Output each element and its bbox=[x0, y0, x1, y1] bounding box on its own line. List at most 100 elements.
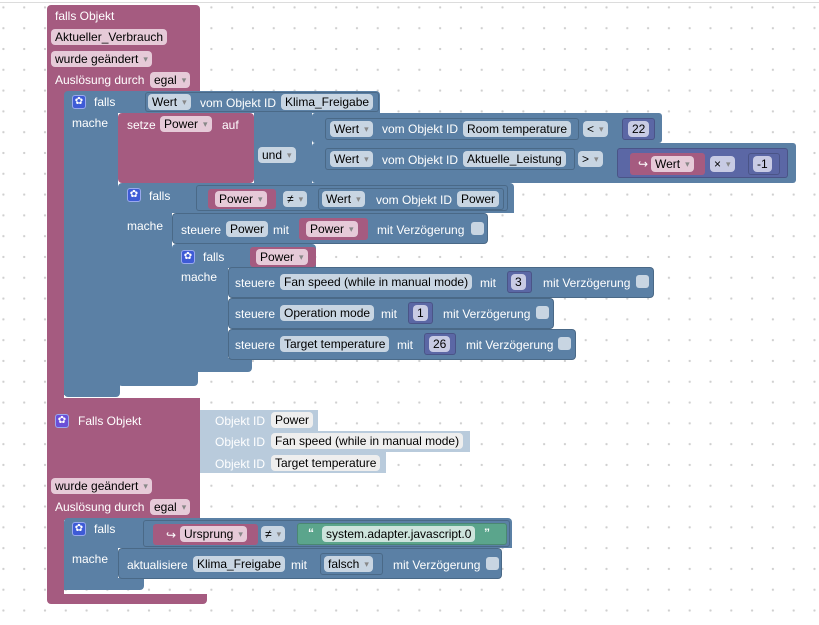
if1-mache-label: mache bbox=[72, 116, 109, 130]
control-delay-checkbox[interactable] bbox=[471, 222, 484, 235]
compare2-field-dropdown[interactable]: Wert bbox=[330, 151, 373, 167]
if2-field-dropdown[interactable]: Wert bbox=[322, 191, 365, 207]
update-block[interactable] bbox=[118, 548, 502, 579]
object-id-label-2: Objekt ID bbox=[215, 435, 266, 449]
control-delay-label: mit Verzögerung bbox=[377, 223, 465, 237]
control1-label: steuere bbox=[235, 276, 276, 290]
open-quote-icon: “ bbox=[308, 526, 314, 540]
gear-icon[interactable]: ✿ bbox=[72, 522, 86, 536]
text-value-field[interactable]: system.adapter.javascript.0 bbox=[322, 526, 476, 542]
compare2-object-field[interactable]: Aktuelle_Leistung bbox=[463, 151, 566, 167]
compare1-field-dropdown[interactable]: Wert bbox=[330, 121, 373, 137]
trigger1-trigger-by-dropdown[interactable]: egal bbox=[150, 72, 191, 88]
control-value-dropdown[interactable]: Power bbox=[306, 221, 358, 237]
control1-mit-label: mit bbox=[480, 276, 496, 290]
if4-mache-label: mache bbox=[72, 552, 109, 566]
compare1-op-dropdown[interactable]: < bbox=[583, 121, 608, 137]
control3-delay-checkbox[interactable] bbox=[558, 337, 571, 350]
if3-mache-label: mache bbox=[181, 270, 218, 284]
trigger2-condition-dropdown[interactable]: wurde geändert bbox=[51, 478, 152, 494]
if2-object-field[interactable]: Power bbox=[457, 191, 500, 207]
workspace-top-border bbox=[0, 2, 819, 3]
if2-op-dropdown[interactable]: ≠ bbox=[283, 191, 308, 207]
object-id-value-1[interactable]: Power bbox=[271, 412, 314, 428]
return-arrow-icon: ↪ bbox=[166, 528, 177, 542]
compare2-op-dropdown[interactable]: > bbox=[578, 151, 603, 167]
control3-label: steuere bbox=[235, 338, 276, 352]
trigger1-object-field[interactable]: Aktueller_Verbrauch bbox=[51, 29, 168, 45]
gear-icon[interactable]: ✿ bbox=[72, 95, 86, 109]
if1-rail bbox=[64, 113, 118, 395]
trigger1-left-rail bbox=[47, 95, 64, 405]
update-delay-label: mit Verzögerung bbox=[393, 558, 481, 572]
control2-mit-label: mit bbox=[381, 307, 397, 321]
update-delay-checkbox[interactable] bbox=[486, 557, 499, 570]
control3-object-field[interactable]: Target temperature bbox=[280, 336, 390, 352]
trigger2-left-rail bbox=[47, 520, 64, 600]
if4-var-dropdown[interactable]: Ursprung bbox=[180, 526, 247, 542]
gear-icon[interactable]: ✿ bbox=[181, 250, 195, 264]
if1-falls-label: falls bbox=[94, 95, 116, 109]
return-arrow-icon: ↪ bbox=[638, 157, 649, 171]
trigger2-title: Falls Objekt bbox=[78, 414, 142, 428]
if2-falls-label: falls bbox=[149, 189, 171, 203]
control1-number-field[interactable]: 3 bbox=[511, 274, 526, 290]
trigger1-trigger-by-label: Auslösung durch bbox=[55, 73, 145, 87]
compare1-of-label: vom Objekt ID bbox=[382, 122, 459, 136]
object-id-label-3: Objekt ID bbox=[215, 457, 266, 471]
compare1-number-field[interactable]: 22 bbox=[628, 121, 650, 137]
boolean-dropdown[interactable]: falsch bbox=[324, 556, 373, 572]
control2-number-field[interactable]: 1 bbox=[413, 305, 428, 321]
if2-var-dropdown[interactable]: Power bbox=[215, 191, 267, 207]
if2-mache-label: mache bbox=[127, 219, 164, 233]
if4-falls-label: falls bbox=[94, 522, 116, 536]
trigger1-footer bbox=[47, 398, 200, 410]
if4-op-dropdown[interactable]: ≠ bbox=[261, 526, 286, 542]
if4-footer bbox=[64, 578, 144, 590]
gear-icon[interactable]: ✿ bbox=[55, 414, 69, 428]
update-label: aktualisiere bbox=[127, 558, 188, 572]
trigger2-trigger-by-dropdown[interactable]: egal bbox=[150, 499, 191, 515]
if1-value-dropdown[interactable]: Wert bbox=[148, 94, 191, 110]
control2-delay-label: mit Verzögerung bbox=[443, 307, 531, 321]
control3-mit-label: mit bbox=[397, 338, 413, 352]
arith-variable-dropdown[interactable]: Wert bbox=[651, 156, 694, 172]
control1-delay-checkbox[interactable] bbox=[636, 275, 649, 288]
set-auf-label: auf bbox=[222, 118, 239, 132]
if3-footer bbox=[172, 358, 252, 372]
object-id-value-2[interactable]: Fan speed (while in manual mode) bbox=[271, 433, 464, 449]
gear-icon[interactable]: ✿ bbox=[127, 188, 141, 202]
compare1-object-field[interactable]: Room temperature bbox=[463, 121, 572, 137]
if2-footer bbox=[118, 372, 198, 386]
control3-number-field[interactable]: 26 bbox=[429, 336, 451, 352]
object-id-label-1: Objekt ID bbox=[215, 414, 266, 428]
if3-var-dropdown[interactable]: Power bbox=[256, 249, 308, 265]
arith-op-dropdown[interactable]: × bbox=[710, 156, 735, 172]
control-label: steuere bbox=[181, 223, 222, 237]
control2-label: steuere bbox=[235, 307, 276, 321]
if1-of-label: vom Objekt ID bbox=[200, 96, 277, 110]
if3-rail bbox=[172, 268, 228, 372]
set-variable-dropdown[interactable]: Power bbox=[160, 116, 212, 132]
control-object-field[interactable]: Power bbox=[226, 221, 269, 237]
if3-falls-label: falls bbox=[203, 250, 225, 264]
update-object-field[interactable]: Klima_Freigabe bbox=[193, 556, 286, 572]
if1-object-field[interactable]: Klima_Freigabe bbox=[281, 94, 374, 110]
close-quote-icon: ” bbox=[484, 526, 490, 540]
control2-delay-checkbox[interactable] bbox=[536, 306, 549, 319]
control1-delay-label: mit Verzögerung bbox=[543, 276, 631, 290]
control-mit-label: mit bbox=[273, 223, 289, 237]
compare2-of-label: vom Objekt ID bbox=[382, 153, 459, 167]
arith-number-field[interactable]: -1 bbox=[753, 156, 772, 172]
trigger1-condition-dropdown[interactable]: wurde geändert bbox=[51, 51, 152, 67]
control1-object-field[interactable]: Fan speed (while in manual mode) bbox=[280, 274, 473, 290]
logic-op-dropdown[interactable]: und bbox=[258, 147, 296, 163]
trigger1-title: falls Objekt bbox=[55, 9, 115, 23]
trigger2-footer bbox=[47, 594, 207, 604]
if2-of-label: vom Objekt ID bbox=[376, 193, 453, 207]
update-mit-label: mit bbox=[291, 558, 307, 572]
if1-footer bbox=[64, 383, 120, 397]
object-id-value-3[interactable]: Target temperature bbox=[271, 455, 381, 471]
control2-object-field[interactable]: Operation mode bbox=[280, 305, 375, 321]
control3-delay-label: mit Verzögerung bbox=[466, 338, 554, 352]
